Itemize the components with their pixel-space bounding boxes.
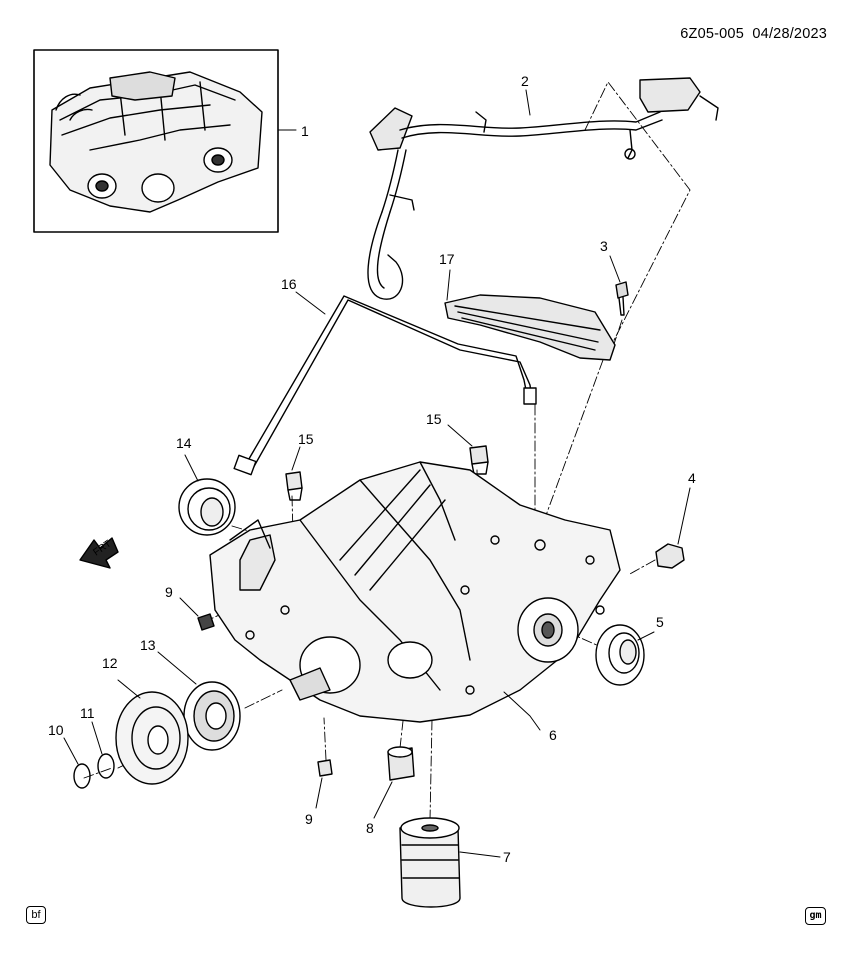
callout-5: 5 [656, 614, 664, 630]
callout-8: 8 [366, 820, 374, 836]
part-8-bushing [373, 746, 415, 819]
part-13-flange [157, 651, 241, 751]
part-5-seal [595, 624, 655, 686]
callout-17: 17 [439, 251, 455, 267]
callout-9b: 9 [305, 811, 313, 827]
part-17-cover [444, 269, 616, 361]
assembly-inset [33, 49, 297, 233]
callout-11: 11 [80, 705, 95, 721]
front-direction-arrow-icon [79, 537, 119, 569]
callout-16: 16 [281, 276, 297, 292]
part-15-plugs [285, 424, 489, 501]
part-3-bolt [609, 255, 629, 316]
wiring-harness [367, 77, 719, 300]
callout-14: 14 [176, 435, 192, 451]
callout-15a: 15 [298, 431, 314, 447]
part-14-seal [178, 454, 236, 536]
callout-9a: 9 [165, 584, 173, 600]
part-4-plug [655, 487, 691, 569]
callout-12: 12 [102, 655, 118, 671]
part-6-housing [209, 461, 621, 731]
part-9-plugs [179, 597, 333, 809]
diagram-id: 6Z05-005 [680, 26, 744, 42]
gm-logo-badge: gm [805, 907, 826, 925]
part-7-filter [399, 817, 501, 908]
callout-13: 13 [140, 637, 156, 653]
callout-7: 7 [503, 849, 511, 865]
callout-2: 2 [521, 73, 529, 89]
callout-15b: 15 [426, 411, 442, 427]
part-12-flange [115, 679, 189, 785]
callout-6: 6 [549, 727, 557, 743]
callout-labels: 1 2 3 4 5 6 7 8 9 9 10 11 12 13 14 15 15… [48, 73, 696, 865]
callout-4: 4 [688, 470, 696, 486]
diagram-date: 04/28/2023 [752, 26, 827, 42]
callout-1: 1 [301, 123, 309, 139]
callout-10: 10 [48, 722, 64, 738]
part-16-tube [233, 291, 537, 476]
bf-badge: bf [26, 906, 46, 924]
diagram-header: 6Z05-005 04/28/2023 [680, 26, 827, 42]
part-10-11-rings [63, 721, 115, 789]
callout-3: 3 [600, 238, 608, 254]
